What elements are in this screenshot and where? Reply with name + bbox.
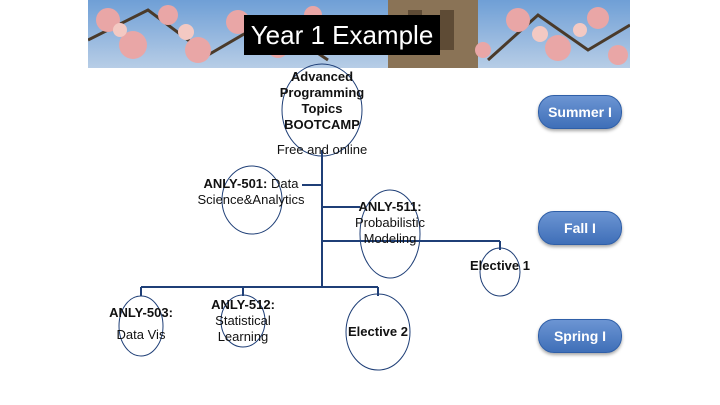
bootcamp-title: Advanced Programming Topics BOOTCAMP: [279, 69, 365, 132]
elective1-label: Elective 1: [470, 258, 530, 273]
elective2-label: Elective 2: [348, 324, 408, 339]
anly512-code: ANLY-512:: [211, 297, 275, 312]
semester-summer-i: Summer I: [538, 95, 622, 129]
node-elective1: Elective 1: [460, 258, 540, 274]
node-anly512: ANLY-512: Statistical Learning: [203, 297, 283, 345]
anly512-name: Statistical Learning: [215, 313, 271, 344]
node-anly511: ANLY-511: Probabilistic Modeling: [345, 199, 435, 247]
anly503-code: ANLY-503:: [109, 305, 173, 320]
bootcamp-note: Free and online: [276, 142, 368, 157]
node-anly501: ANLY-501: Data Science&Analytics: [186, 176, 316, 208]
anly501-code: ANLY-501:: [203, 176, 268, 191]
semester-spring-i: Spring I: [538, 319, 622, 353]
node-anly503: ANLY-503: Data Vis: [100, 305, 182, 343]
semester-fall-i: Fall I: [538, 211, 622, 245]
slide-title: Year 1 Example: [244, 15, 440, 55]
anly511-name: Probabilistic Modeling: [354, 215, 426, 246]
anly511-code: ANLY-511:: [358, 199, 422, 214]
anly501-name: Data Science&Analytics: [197, 176, 305, 207]
banner-photo: [88, 0, 630, 68]
node-bootcamp: Advanced Programming Topics BOOTCAMP: [262, 69, 382, 133]
anly503-name: Data Vis: [116, 327, 166, 342]
node-elective2: Elective 2: [336, 324, 420, 340]
